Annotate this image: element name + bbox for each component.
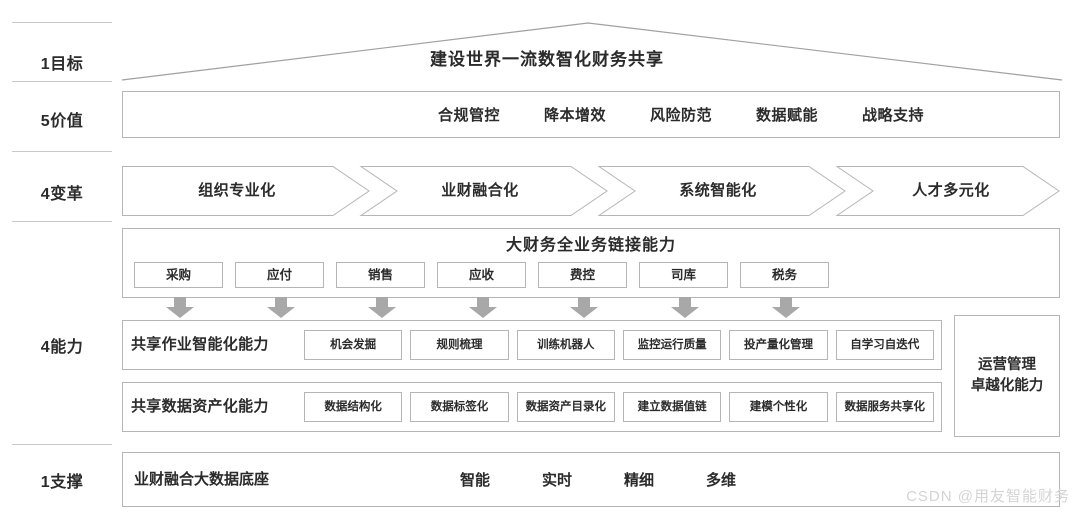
chain-item-6[interactable]: 税务: [740, 262, 829, 288]
row-label-support: 1支撑: [40, 474, 84, 491]
change-item-3: 人才多元化: [912, 182, 990, 199]
capability-2-item-4[interactable]: 建模个性化: [729, 392, 828, 422]
ops-line-2: 卓越化能力: [970, 378, 1044, 394]
capability-items-1: 机会发掘 规则梳理 训练机器人 监控运行质量 投产量化管理 自学习自迭代: [304, 320, 934, 370]
value-item-2: 风险防范: [649, 107, 712, 124]
goal-title: 建设世界一流数智化财务共享: [430, 50, 664, 69]
row-label-goal: 1目标: [40, 56, 84, 73]
support-title: 业财融合大数据底座: [134, 471, 270, 488]
value-item-0: 合规管控: [437, 107, 500, 124]
change-chevrons-shape: [122, 166, 1060, 216]
row-label-ability: 4能力: [40, 339, 84, 356]
watermark: CSDN @用友智能财务: [906, 488, 1070, 505]
capability-2-item-2[interactable]: 数据资产目录化: [516, 392, 615, 422]
capability-1-item-2[interactable]: 训练机器人: [516, 330, 615, 360]
capability-2-item-3[interactable]: 建立数据值链: [622, 392, 722, 422]
divider-top: [12, 22, 112, 23]
support-item-2: 精细: [624, 472, 655, 489]
support-row-box: [122, 452, 1060, 507]
chain-item-3[interactable]: 应收: [437, 262, 526, 288]
capability-title-1: 共享作业智能化能力: [131, 336, 269, 353]
row-label-value: 5价值: [40, 113, 84, 130]
support-item-0: 智能: [460, 472, 491, 489]
capability-1-item-0[interactable]: 机会发掘: [304, 330, 403, 360]
chain-items: 采购 应付 销售 应收 费控 司库 税务: [134, 262, 894, 288]
chain-item-5[interactable]: 司库: [639, 262, 728, 288]
ops-excellence-box: [954, 315, 1060, 437]
chain-item-0[interactable]: 采购: [134, 262, 223, 288]
row-label-change: 4变革: [40, 186, 84, 203]
value-row-box: [122, 91, 1060, 138]
capability-1-item-1[interactable]: 规则梳理: [410, 330, 509, 360]
support-item-3: 多维: [706, 472, 737, 489]
value-item-3: 数据赋能: [756, 107, 819, 124]
capability-2-item-0[interactable]: 数据结构化: [304, 392, 403, 422]
support-item-1: 实时: [542, 472, 573, 489]
goal-pyramid-shape: [121, 22, 1063, 81]
chain-item-1[interactable]: 应付: [235, 262, 324, 288]
divider-change: [12, 221, 112, 222]
ops-excellence-text: 运营管理 卓越化能力: [954, 315, 1060, 437]
value-items: 合规管控 降本增效 风险防范 数据赋能 战略支持: [122, 91, 1060, 138]
down-arrows-group: [166, 297, 800, 318]
value-item-1: 降本增效: [543, 107, 606, 124]
ops-line-1: 运营管理: [978, 357, 1036, 373]
capability-1-item-4[interactable]: 投产量化管理: [729, 330, 828, 360]
support-items: 智能 实时 精细 多维: [460, 452, 736, 507]
change-item-1: 业财融合化: [441, 182, 519, 199]
capability-2-item-1[interactable]: 数据标签化: [410, 392, 509, 422]
capability-title-2: 共享数据资产化能力: [131, 398, 269, 415]
value-item-4: 战略支持: [862, 107, 925, 124]
capability-1-item-3[interactable]: 监控运行质量: [622, 330, 722, 360]
change-item-0: 组织专业化: [198, 182, 276, 199]
capability-1-item-5[interactable]: 自学习自迭代: [835, 330, 934, 360]
divider-ability: [12, 444, 112, 445]
chain-title: 大财务全业务链接能力: [505, 237, 676, 254]
capability-2-item-5[interactable]: 数据服务共享化: [835, 392, 934, 422]
chain-item-2[interactable]: 销售: [336, 262, 425, 288]
chain-item-4[interactable]: 费控: [538, 262, 627, 288]
divider-value: [12, 151, 112, 152]
divider-goal: [12, 81, 112, 82]
capability-items-2: 数据结构化 数据标签化 数据资产目录化 建立数据值链 建模个性化 数据服务共享化: [304, 382, 934, 432]
change-item-2: 系统智能化: [679, 182, 757, 199]
